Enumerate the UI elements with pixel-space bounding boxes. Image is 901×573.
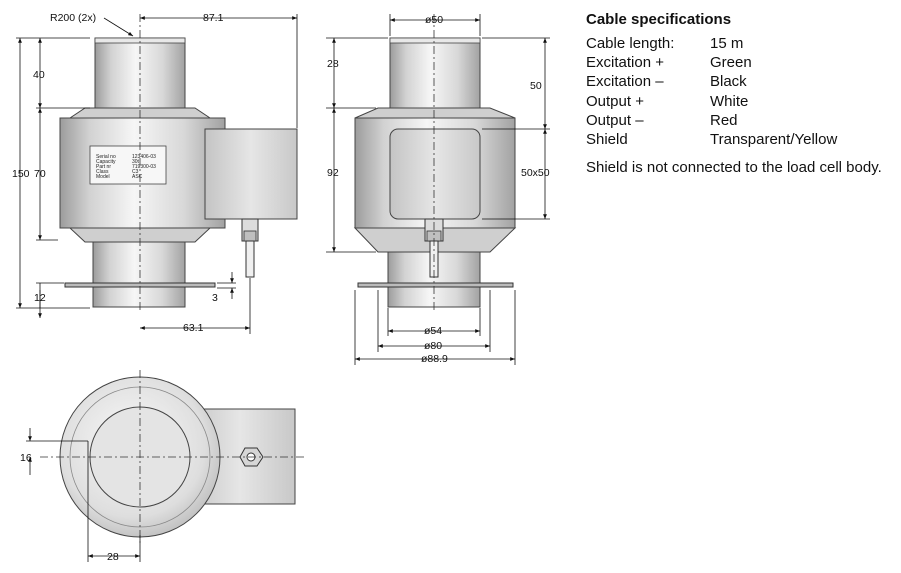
- dim-plate-diameter-label: ø88.9: [421, 353, 448, 365]
- dim-connector-size-label: 50x50: [521, 167, 550, 179]
- shield-note: Shield is not connected to the load cell…: [586, 159, 882, 177]
- label-val-4: ASC: [132, 174, 143, 180]
- label-key-1: Capacity: [96, 159, 116, 165]
- spec-row: Shield Transparent/Yellow: [586, 130, 896, 149]
- spec-label: Output +: [586, 92, 644, 110]
- label-key-0: Serial no: [96, 154, 116, 160]
- front-base-cylinder: [92, 241, 186, 308]
- side-top-cylinder: [389, 37, 481, 109]
- dim-offset-x-label: 28: [107, 551, 119, 563]
- label-key-2: Part nr: [96, 164, 111, 170]
- dim-base-height-label: 12: [34, 292, 46, 304]
- spec-value: Red: [710, 111, 738, 129]
- spec-value: Green: [710, 54, 752, 72]
- label-plate-text: Serial no Capacity Part nr Class Model 1…: [96, 154, 156, 180]
- spec-row: Excitation – Black: [586, 72, 896, 91]
- front-cable: [245, 240, 255, 278]
- label-key-4: Model: [96, 174, 110, 180]
- spec-label: Excitation +: [586, 54, 664, 72]
- dim-base-diameter-label: ø54: [424, 325, 442, 337]
- front-view: Serial no Capacity Part nr Class Model 1…: [12, 12, 298, 334]
- spec-label: Cable length:: [586, 35, 675, 52]
- dim-connector-top-label: 50: [530, 80, 542, 92]
- side-top-cylinder-cap: [389, 37, 481, 44]
- front-connector-box: [204, 128, 298, 220]
- spec-value: White: [710, 92, 749, 110]
- spec-value: Transparent/Yellow: [710, 131, 838, 149]
- dim-connector-offset-label: 63.1: [183, 322, 204, 334]
- spec-row: Cable length: 15 m: [586, 34, 896, 53]
- side-dimensions: [326, 14, 550, 365]
- front-dimensions: [16, 14, 298, 334]
- label-key-3: Class: [96, 169, 109, 175]
- spec-label: Shield: [586, 131, 628, 149]
- side-dimension-labels: ø50 28 50 92 50x50 ø54 ø80 ø88.9: [327, 14, 550, 365]
- dim-side-body-height-label: 92: [327, 167, 339, 179]
- label-val-1: 30t: [132, 159, 140, 165]
- dim-total-height-label: 150: [12, 168, 30, 180]
- spec-value: Black: [710, 73, 747, 91]
- spec-row: Output + White: [586, 92, 896, 111]
- spec-row: Excitation + Green: [586, 53, 896, 72]
- cable-specifications: Cable specifications Cable length: 15 m …: [586, 11, 896, 176]
- spec-row: Output – Red: [586, 111, 896, 130]
- side-base-plate: [357, 282, 514, 288]
- label-val-0: 123406-03: [132, 154, 156, 160]
- dim-top-height-label: 40: [33, 69, 45, 81]
- label-val-2: 719300-03: [132, 164, 156, 170]
- top-view: 16 28: [20, 370, 305, 563]
- side-upper-shoulder: [354, 107, 516, 119]
- dim-flange-diameter-label: ø80: [424, 340, 442, 352]
- dim-side-top-height-label: 28: [327, 58, 339, 70]
- dim-radius-label: R200 (2x): [50, 12, 96, 24]
- front-label-plate: [89, 145, 167, 185]
- spec-label: Output –: [586, 111, 644, 129]
- front-cable-gland-nut: [243, 230, 257, 242]
- dim-body-height-label: 70: [34, 168, 46, 180]
- top-dimensions: [26, 428, 141, 562]
- spec-label: Excitation –: [586, 73, 664, 91]
- dim-width-half-label: 87.1: [203, 12, 224, 24]
- dim-offset-y-label: 16: [20, 452, 32, 464]
- dim-plate-thickness-label: 3: [212, 292, 218, 304]
- spec-value: 15 m: [710, 35, 744, 52]
- dim-top-diameter-label: ø50: [425, 14, 443, 26]
- side-view: ø50 28 50 92 50x50 ø54 ø80 ø88.9: [326, 14, 550, 365]
- side-connector-face: [389, 128, 481, 220]
- front-dimension-labels: R200 (2x) 87.1 40 150 70 12 3 63.1: [12, 12, 224, 334]
- cable-spec-title: Cable specifications: [586, 11, 732, 28]
- top-dimension-labels: 16 28: [20, 452, 119, 563]
- label-val-3: C3: [132, 169, 139, 175]
